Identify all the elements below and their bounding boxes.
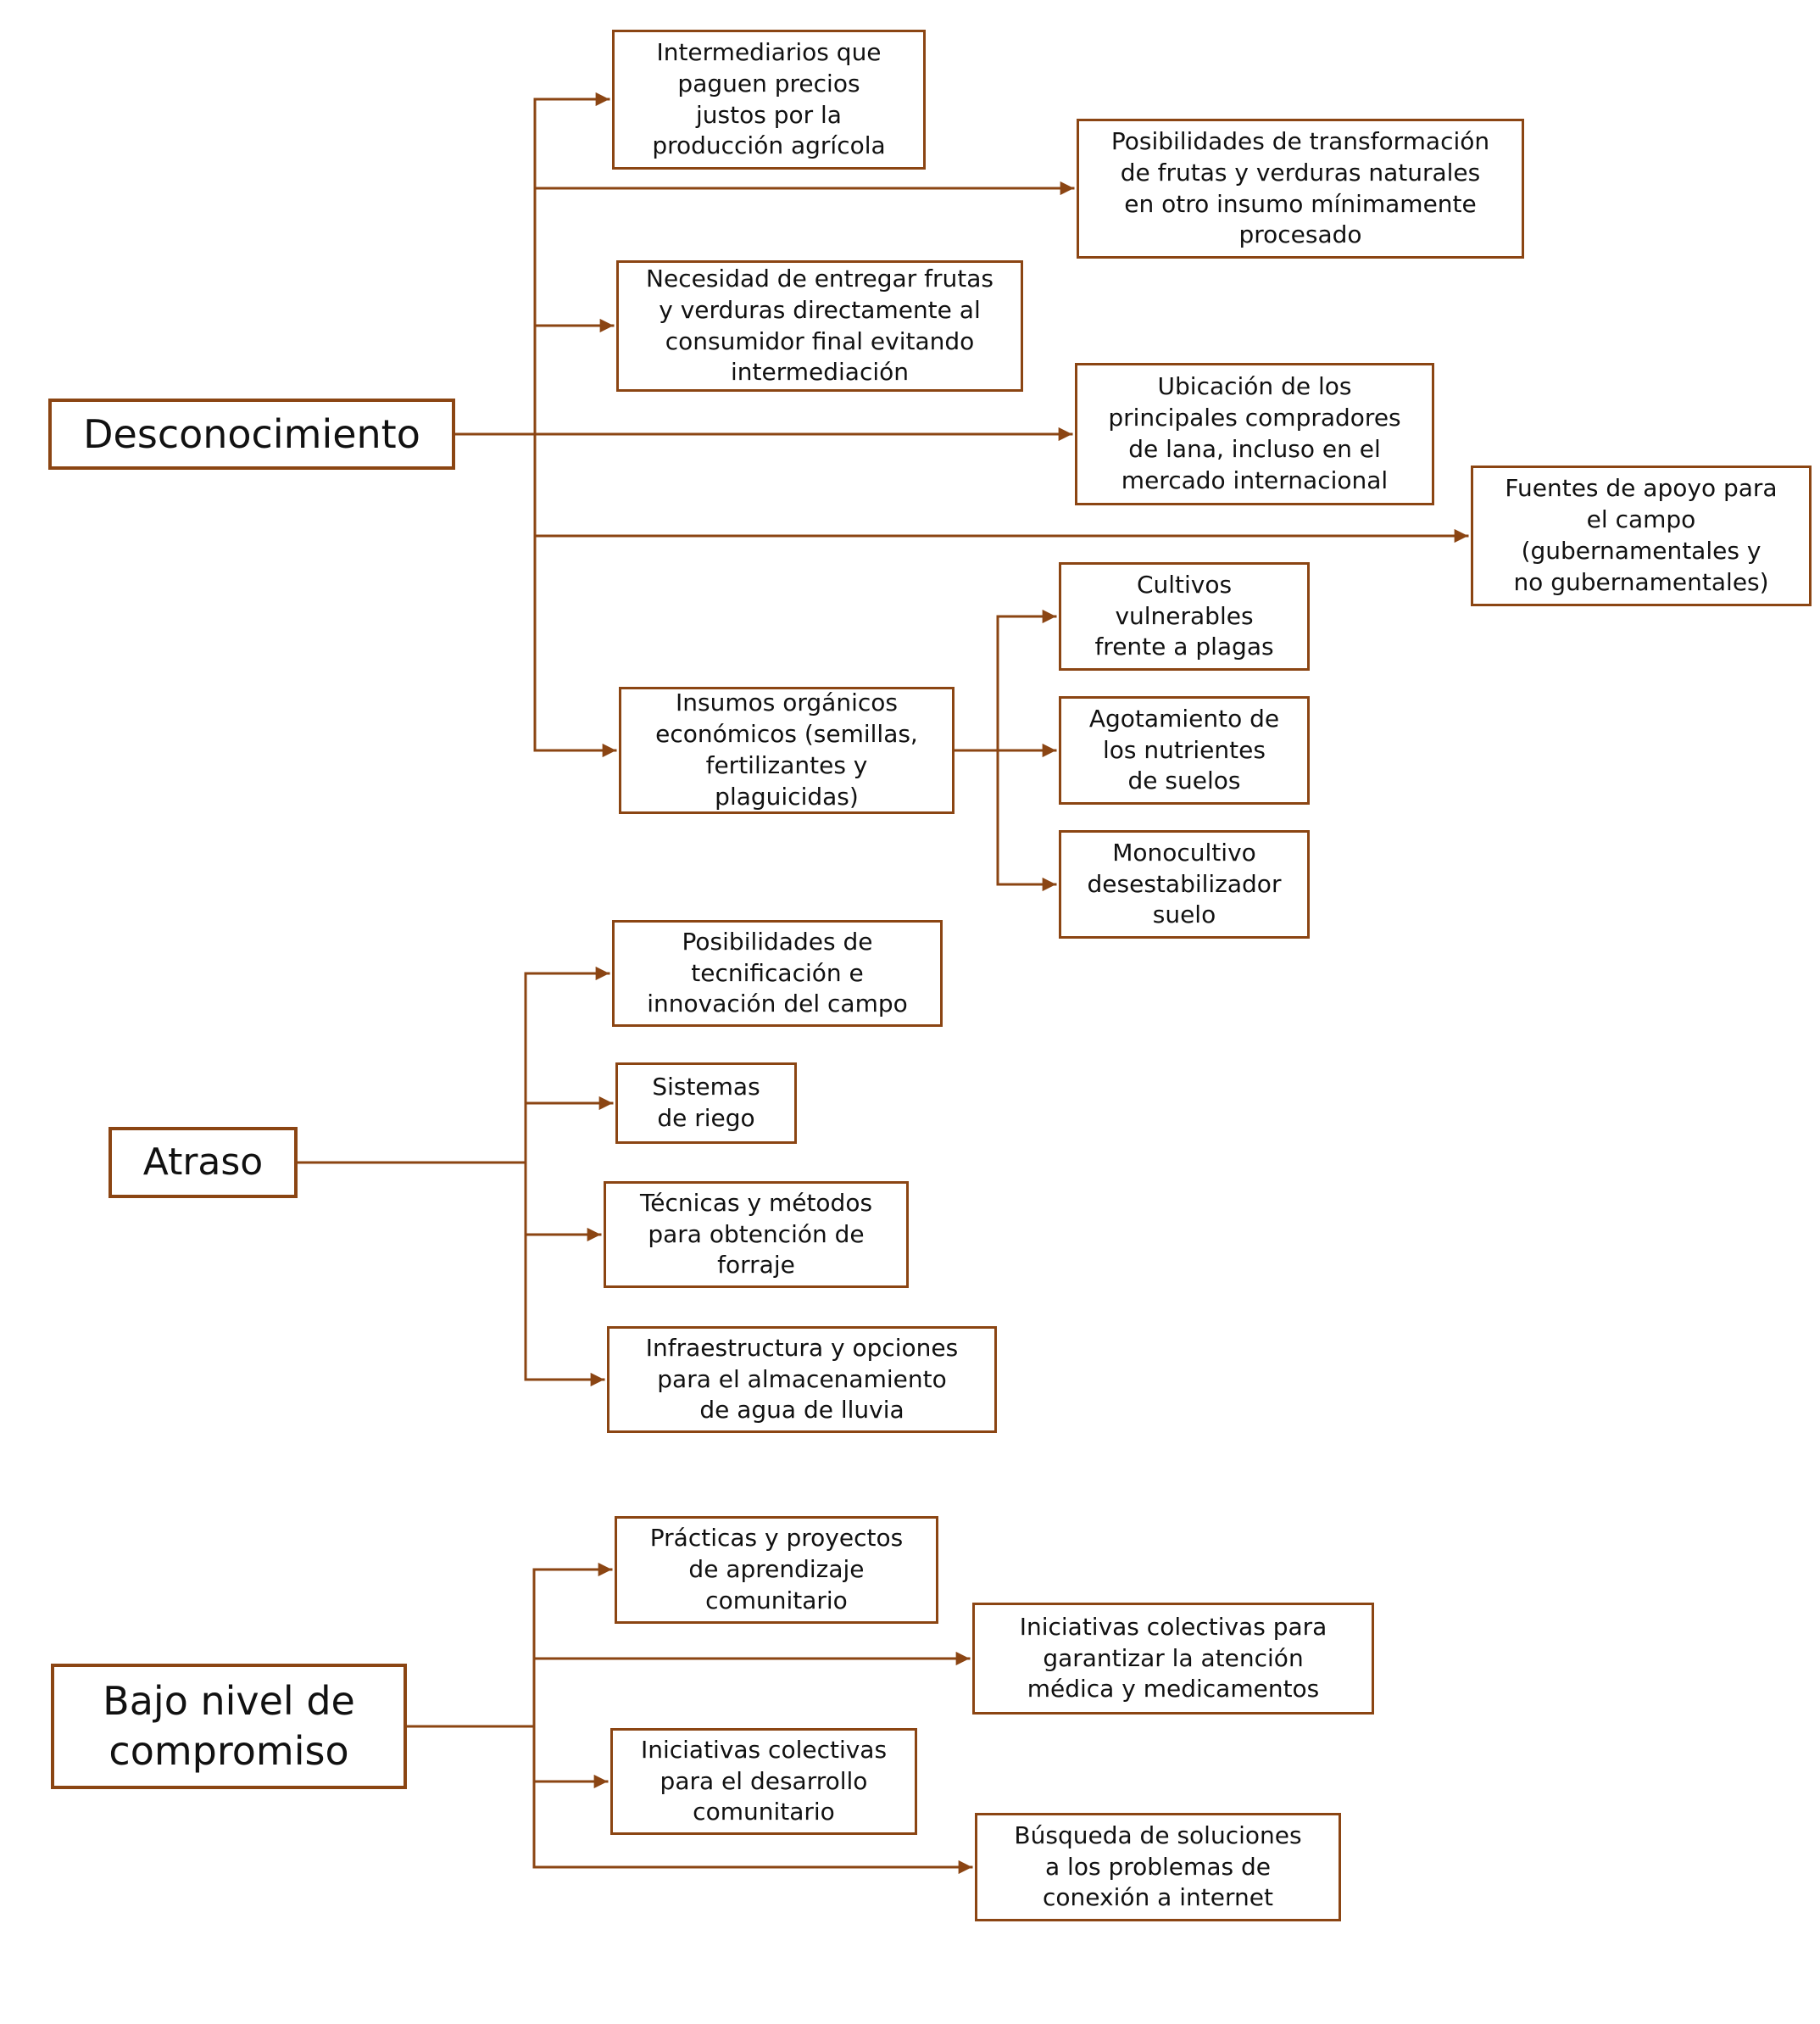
root-desconocimiento: Desconocimiento <box>48 399 455 470</box>
node-sistemas-riego: Sistemas de riego <box>615 1062 797 1144</box>
node-iniciativas-desarrollo: Iniciativas colectivas para el desarroll… <box>610 1728 917 1835</box>
node-agotamiento-nutrientes: Agotamiento de los nutrientes de suelos <box>1059 696 1310 805</box>
node-busqueda-internet: Búsqueda de soluciones a los problemas d… <box>975 1813 1341 1921</box>
node-monocultivo: Monocultivo desestabilizador suelo <box>1059 830 1310 939</box>
node-fuentes-apoyo: Fuentes de apoyo para el campo (gubernam… <box>1471 466 1812 606</box>
node-tecnicas-forraje: Técnicas y métodos para obtención de for… <box>604 1181 909 1288</box>
node-infraestructura-agua: Infraestructura y opciones para el almac… <box>607 1326 997 1433</box>
root-atraso: Atraso <box>109 1127 298 1198</box>
node-necesidad-entrega: Necesidad de entregar frutas y verduras … <box>616 260 1023 392</box>
node-transformacion: Posibilidades de transformación de fruta… <box>1077 119 1524 259</box>
node-cultivos-vulnerables: Cultivos vulnerables frente a plagas <box>1059 562 1310 671</box>
node-tecnificacion: Posibilidades de tecnificación e innovac… <box>612 920 943 1027</box>
root-bajo-nivel-compromiso: Bajo nivel de compromiso <box>51 1664 407 1789</box>
node-iniciativas-salud: Iniciativas colectivas para garantizar l… <box>972 1603 1374 1715</box>
node-practicas-aprendizaje: Prácticas y proyectos de aprendizaje com… <box>615 1516 938 1624</box>
node-ubicacion-compradores: Ubicación de los principales compradores… <box>1075 363 1434 505</box>
node-insumos-organicos: Insumos orgánicos económicos (semillas, … <box>619 687 955 814</box>
node-intermediarios: Intermediarios que paguen precios justos… <box>612 30 926 170</box>
